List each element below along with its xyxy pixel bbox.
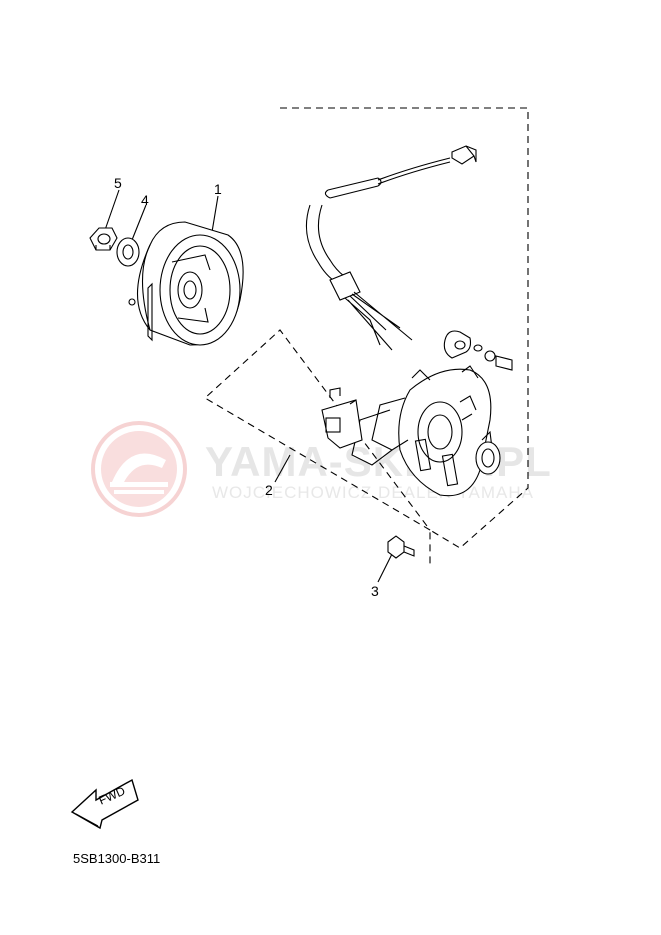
nut-part-5 <box>89 227 118 251</box>
assembly-box <box>204 107 529 565</box>
leader-2 <box>274 454 291 483</box>
callout-3: 3 <box>371 583 379 599</box>
diagram-code: 5SB1300-B311 <box>73 851 161 866</box>
wire-harness <box>305 145 477 351</box>
washer-part-4 <box>116 237 140 267</box>
callout-5: 5 <box>114 175 122 191</box>
callout-2: 2 <box>265 482 273 498</box>
stator-part-2 <box>351 365 493 497</box>
callout-1: 1 <box>214 181 222 197</box>
leader-5 <box>104 189 120 231</box>
wire-clamp <box>443 330 513 371</box>
grommet <box>475 441 501 475</box>
screw-part-3 <box>387 535 415 559</box>
callout-4: 4 <box>141 192 149 208</box>
leader-3 <box>377 551 394 583</box>
pickup-coil <box>321 387 363 449</box>
fwd-arrow-icon <box>70 778 139 830</box>
leader-1 <box>211 195 219 233</box>
watermark-logo <box>91 421 187 517</box>
rotor-part-1 <box>128 221 244 346</box>
leader-4 <box>131 204 147 241</box>
